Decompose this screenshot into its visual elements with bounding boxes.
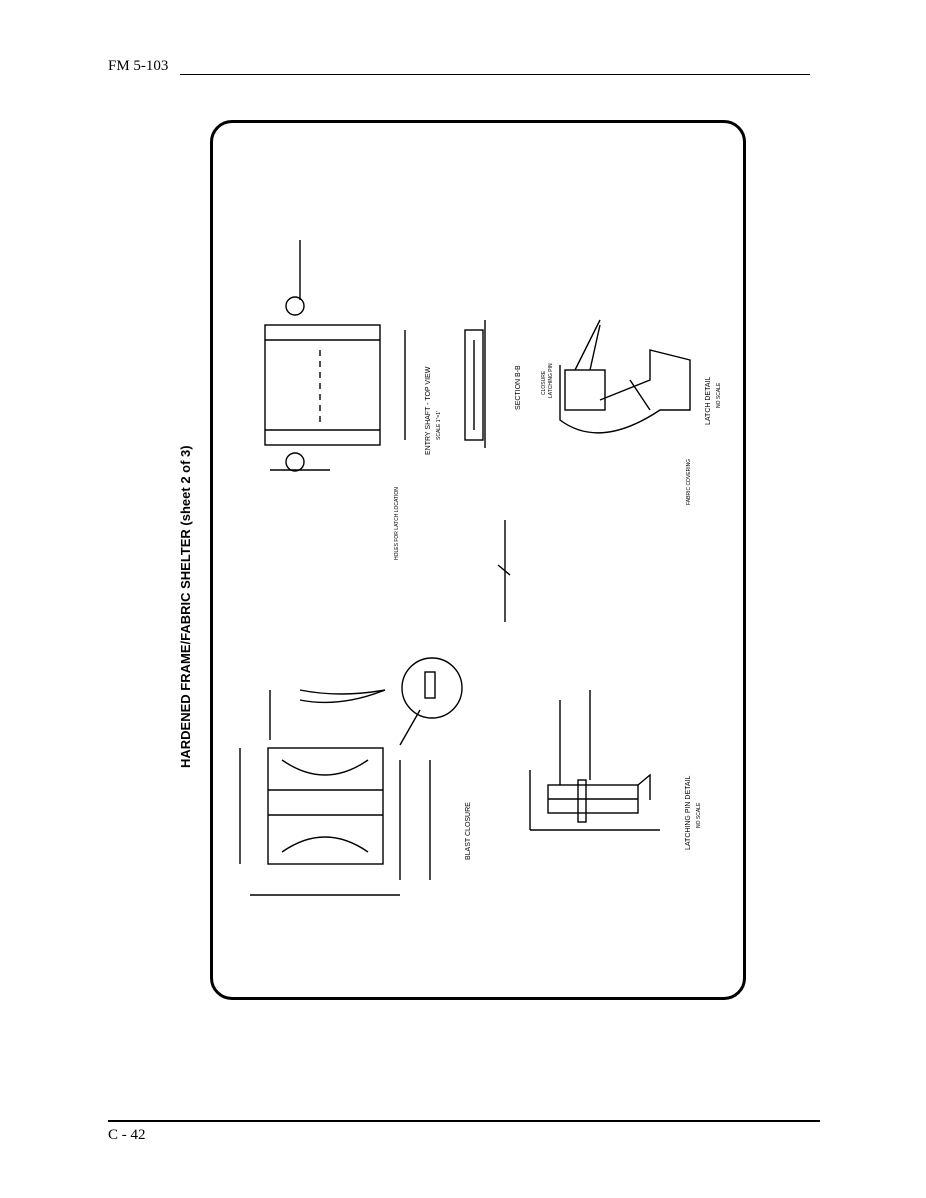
center-break-line: [497, 520, 511, 622]
latch-detail-view: [559, 319, 691, 434]
figure-title: HARDENED FRAME/FABRIC SHELTER (sheet 2 o…: [178, 445, 193, 768]
entry-shaft-view: [264, 240, 406, 472]
footer-rule: [108, 1120, 820, 1122]
page-header: FM 5-103: [108, 58, 169, 74]
figure-frame: [210, 120, 746, 1000]
latching-pin-no-scale: NO SCALE: [696, 802, 702, 828]
entry-shaft-label: ENTRY SHAFT - TOP VIEW: [425, 366, 432, 455]
fabric-covering-label: FABRIC COVERING: [686, 459, 692, 505]
page-footer: C - 42: [108, 1127, 146, 1143]
section-view: [464, 320, 486, 448]
header-rule: [180, 74, 810, 75]
latching-pin-detail-label: LATCHING PIN DETAIL: [685, 775, 692, 850]
latch-detail-no-scale: NO SCALE: [716, 382, 722, 408]
latching-pin-view: [529, 690, 660, 831]
holes-for-latch-label: HOLES FOR LATCH LOCATION: [394, 487, 400, 560]
section-label: SECTION B-B: [515, 365, 522, 410]
latching-pin-label: LATCHING PIN: [548, 363, 554, 398]
closure-label: CLOSURE: [541, 370, 547, 395]
entry-shaft-scale: SCALE 1"=1': [436, 411, 442, 440]
latch-detail-label: LATCH DETAIL: [705, 377, 712, 425]
blast-closure-label: BLAST CLOSURE: [465, 802, 472, 860]
blast-closure-view: [239, 657, 463, 896]
